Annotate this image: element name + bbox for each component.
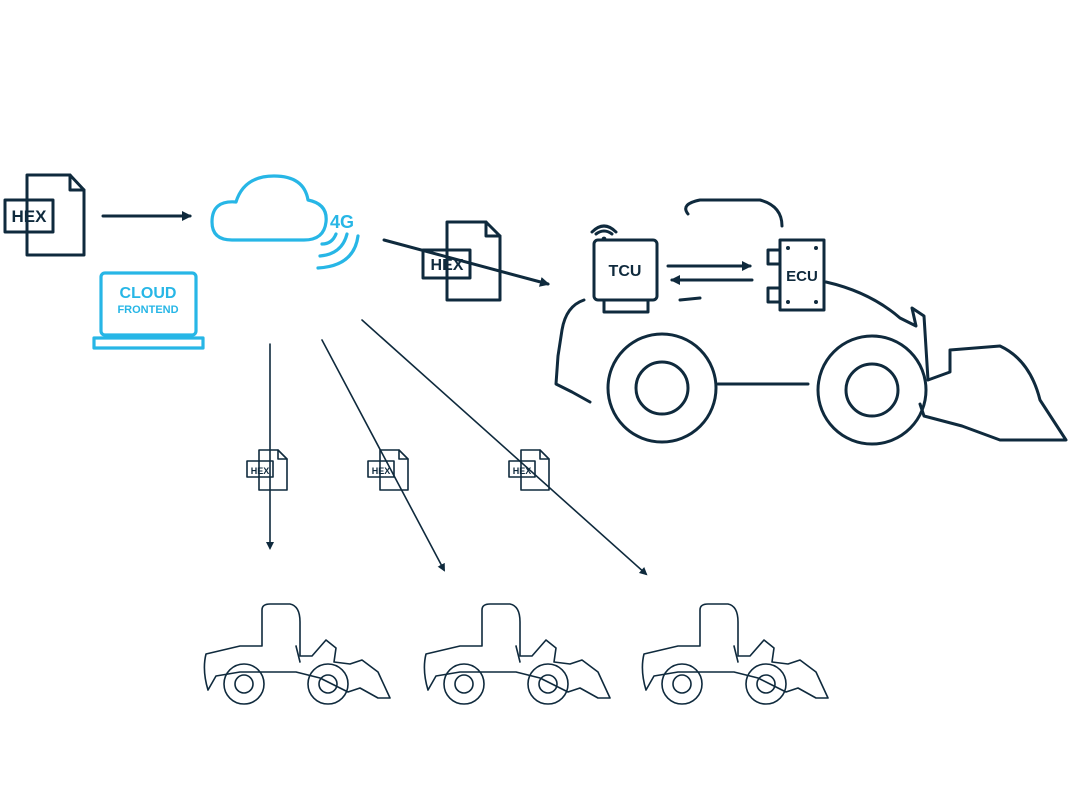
signal-icon: 4G [316, 212, 360, 270]
wheel-loader-fleet-3 [641, 603, 829, 705]
hex-file-fleet-3: HEX [508, 449, 550, 491]
hex-file-source: HEX [3, 173, 86, 257]
tcu-module: TCU [590, 224, 659, 314]
hex-file-fleet-1: HEX [246, 449, 288, 491]
wheel-loader-fleet-2 [423, 603, 611, 705]
hex-file-fleet-2: HEX [367, 449, 409, 491]
laptop-icon: CLOUD FRONTEND [92, 271, 205, 350]
hex-label-fleet-2: HEX [372, 466, 391, 476]
tcu-label: TCU [609, 263, 642, 280]
hex-label-fleet-3: HEX [513, 466, 532, 476]
arrow-fleet-2 [321, 339, 445, 572]
arrow-to-machine [382, 238, 550, 287]
wifi-icon [590, 224, 618, 242]
hex-file-transfer: HEX [421, 220, 502, 302]
cloud-frontend-label-2: FRONTEND [117, 304, 178, 316]
wheel-loader-fleet-1 [203, 603, 391, 705]
cloud-frontend-label-1: CLOUD [120, 285, 177, 302]
hex-label-source: HEX [12, 207, 48, 226]
network-label: 4G [330, 212, 354, 232]
hex-label-transfer: HEX [431, 257, 464, 274]
wheel-loader-main [554, 198, 1068, 446]
ecu-module: ECU [766, 238, 826, 312]
cloud-icon [210, 174, 328, 242]
ecu-label: ECU [786, 268, 818, 285]
arrow-fleet-3 [361, 319, 648, 576]
hex-label-fleet-1: HEX [251, 466, 270, 476]
